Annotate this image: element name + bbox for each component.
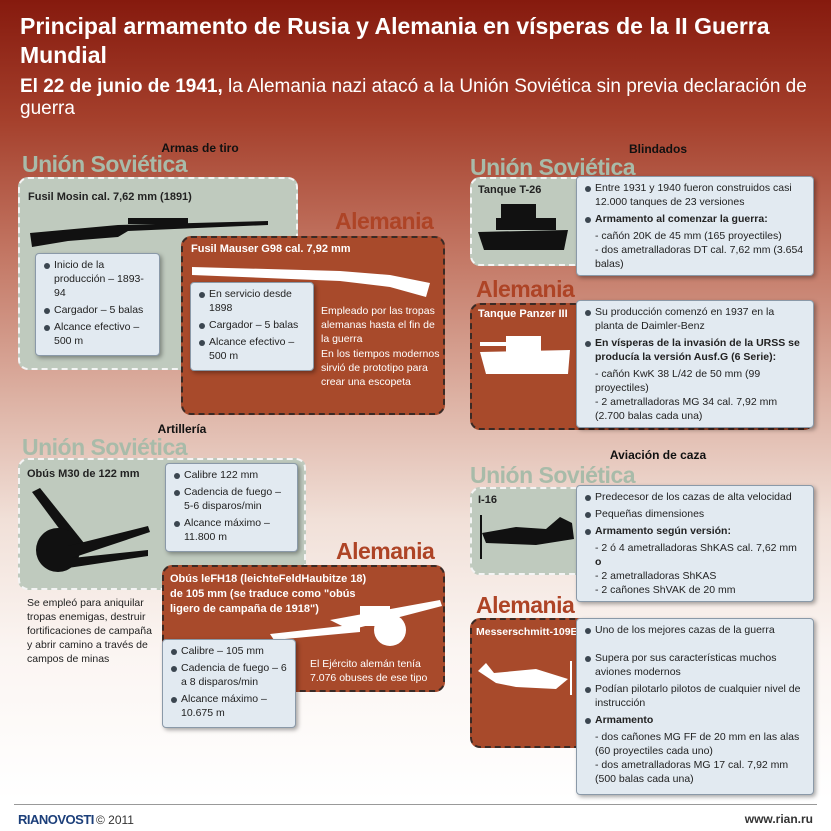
mauser-note-1: Empleado por las tropas alemanas hasta e… <box>321 305 435 345</box>
fact: Armamento <box>585 713 805 727</box>
fact: Cargador – 5 balas <box>44 303 151 317</box>
footer-divider <box>14 804 817 805</box>
section-small-arms: Armas de tiro <box>161 141 239 155</box>
sub-fact: - cañón KwK 38 L/42 de 50 mm (99 proyect… <box>595 368 761 394</box>
bf109-facts: Uno de los mejores cazas de la guerra Su… <box>576 618 814 795</box>
sub-fact: - 2 ó 4 ametralladoras ShKAS cal. 7,62 m… <box>595 542 797 554</box>
i16-facts: Predecesor de los cazas de alta velocida… <box>576 485 814 602</box>
fact: Cadencia de fuego – 5-6 disparos/min <box>174 485 289 513</box>
sub-fact: - 2 ametralladoras ShKAS <box>595 570 717 582</box>
t26-title: Tanque T-26 <box>478 184 542 196</box>
bf109-title: Messerschmitt-109E <box>476 626 578 638</box>
germany-label: Alemania <box>336 538 435 564</box>
t26-facts: Entre 1931 y 1940 fueron construidos cas… <box>576 176 814 276</box>
fact: Cadencia de fuego – 6 a 8 disparos/min <box>171 661 287 689</box>
ussr-label: Unión Soviética <box>470 154 636 180</box>
copyright: © 2011 <box>96 813 134 827</box>
fact: Uno de los mejores cazas de la guerra <box>585 623 805 637</box>
rifle-mosin-icon <box>30 218 268 247</box>
panzer-title: Tanque Panzer III <box>478 308 568 320</box>
lefh18-facts: Calibre – 105 mm Cadencia de fuego – 6 a… <box>162 639 296 728</box>
mauser-note-2: En los tiempos modernos sirvió de protot… <box>321 348 440 388</box>
ussr-label: Unión Soviética <box>470 462 636 488</box>
mosin-title: Fusil Mosin cal. 7,62 mm (1891) <box>28 191 192 203</box>
site-link[interactable]: www.rian.ru <box>744 812 813 826</box>
fact: Pequeñas dimensiones <box>585 507 805 521</box>
fact: Su producción comenzó en 1937 en la plan… <box>585 305 805 333</box>
germany-label: Alemania <box>335 208 434 234</box>
fact: Calibre 122 mm <box>174 468 289 482</box>
tank-panzer-icon <box>480 336 570 374</box>
germany-label: Alemania <box>476 592 575 618</box>
section-artillery: Artillería <box>157 422 207 436</box>
fact: Alcance efectivo – 500 m <box>199 335 305 363</box>
fact: Alcance máximo – 10.675 m <box>171 692 287 720</box>
sub-fact: - cañón 20K de 45 mm (165 proyectiles) <box>595 230 782 242</box>
fact: Predecesor de los cazas de alta velocida… <box>585 490 805 504</box>
sub-fact: o <box>595 556 602 568</box>
section-aviation: Aviación de caza <box>609 448 707 462</box>
m30-note: Se empleó para aniquilar tropas enemigas… <box>27 597 152 665</box>
fact: En servicio desde 1898 <box>199 287 305 315</box>
rianovosti-logo: RIANOVOSTI <box>18 812 94 827</box>
panzer-facts: Su producción comenzó en 1937 en la plan… <box>576 300 814 428</box>
lefh18-title: Obús leFH18 (leichteFeldHaubitze 18) de … <box>170 573 367 615</box>
ussr-label: Unión Soviética <box>22 434 188 460</box>
sub-fact: - dos ametralladoras DT cal. 7,62 mm (3.… <box>595 244 804 270</box>
fact: Inicio de la producción – 1893-94 <box>44 258 151 300</box>
lefh18-note: El Ejército alemán tenía 7.076 obuses de… <box>310 658 428 684</box>
m30-title: Obús M30 de 122 mm <box>27 468 140 480</box>
howitzer-m30-icon <box>32 488 150 572</box>
mauser-title: Fusil Mauser G98 cal. 7,92 mm <box>191 243 351 255</box>
germany-label: Alemania <box>476 276 575 302</box>
mosin-facts: Inicio de la producción – 1893-94 Cargad… <box>35 253 160 356</box>
i16-title: I-16 <box>478 494 497 506</box>
fact: Entre 1931 y 1940 fueron construidos cas… <box>585 181 805 209</box>
fact: Podían pilotarlo pilotos de cualquier ni… <box>585 682 805 710</box>
sub-fact: - 2 ametralladoras MG 34 cal. 7,92 mm (2… <box>595 396 778 422</box>
mauser-facts: En servicio desde 1898 Cargador – 5 bala… <box>190 282 314 371</box>
fact: Alcance efectivo – 500 m <box>44 320 151 348</box>
page-title: Principal armamento de Rusia y Alemania … <box>20 13 770 68</box>
fact: Armamento según versión: <box>585 524 805 538</box>
fact: Armamento al comenzar la guerra: <box>585 212 805 226</box>
section-armor: Blindados <box>628 142 687 156</box>
fact: Calibre – 105 mm <box>171 644 287 658</box>
sub-fact: - dos ametralladoras MG 17 cal. 7,92 mm … <box>595 759 789 785</box>
ussr-label: Unión Soviética <box>22 151 188 177</box>
subtitle-date: El 22 de junio de 1941, <box>20 76 223 97</box>
subtitle-text: la Alemania nazi atacó a la Unión Soviét… <box>20 76 807 119</box>
m30-facts: Calibre 122 mm Cadencia de fuego – 5-6 d… <box>165 463 298 552</box>
fact: Alcance máximo – 11.800 m <box>174 516 289 544</box>
plane-bf109-icon <box>478 661 572 695</box>
rifle-mauser-icon <box>192 267 430 297</box>
fact: Cargador – 5 balas <box>199 318 305 332</box>
sub-fact: - 2 cañones ShVAK de 20 mm <box>595 584 736 596</box>
page-subtitle: El 22 de junio de 1941, la Alemania nazi… <box>20 76 830 120</box>
sub-fact: - dos cañones MG FF de 20 mm en las alas… <box>595 731 800 757</box>
tank-t26-icon <box>478 204 568 250</box>
howitzer-lefh18-icon <box>270 600 442 646</box>
fact: Supera por sus características muchos av… <box>585 651 805 679</box>
plane-i16-icon <box>480 515 574 559</box>
fact: En vísperas de la invasión de la URSS se… <box>585 336 805 364</box>
